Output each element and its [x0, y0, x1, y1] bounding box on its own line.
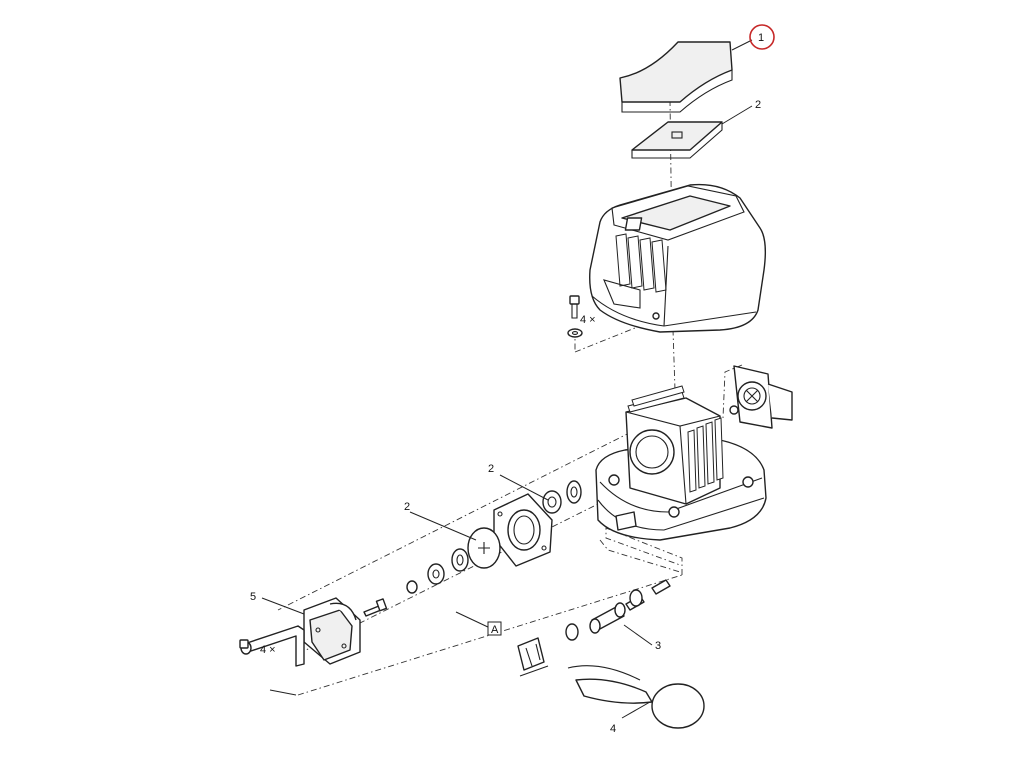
label-part-2-middle[interactable]: 2 — [488, 463, 494, 475]
part-4-float-switch[interactable] — [567, 665, 705, 729]
leader-lines — [261, 39, 753, 719]
part-1-top-cushion[interactable] — [619, 41, 733, 113]
part-labels: 1 2 4 × 2 2 5 4 × A 3 4 — [250, 24, 775, 735]
diaphragm-nut[interactable] — [406, 580, 418, 594]
bottom-screws[interactable] — [239, 639, 249, 649]
label-qty-screws-top: 4 × — [580, 314, 596, 326]
label-assembly-ref[interactable]: A — [491, 624, 499, 636]
part-2-top-gasket[interactable] — [631, 121, 723, 159]
part-2-left-diaphragm[interactable] — [467, 527, 501, 569]
label-part-4[interactable]: 4 — [610, 723, 616, 735]
label-part-2-top[interactable]: 2 — [755, 99, 761, 111]
label-part-2-left[interactable]: 2 — [404, 501, 410, 513]
diaphragm-ring-right[interactable] — [566, 480, 582, 504]
diaphragm-washer-a[interactable] — [451, 548, 469, 572]
center-bolt[interactable] — [363, 598, 388, 617]
assembly-ref-box — [487, 621, 502, 636]
motor-block[interactable] — [625, 385, 724, 505]
label-part-1[interactable]: 1 — [758, 32, 764, 44]
label-qty-screws-bottom: 4 × — [260, 644, 276, 656]
part-2-middle-diaphragm[interactable] — [542, 490, 562, 514]
housing-cover[interactable] — [589, 183, 767, 333]
part-3-connector-set[interactable] — [517, 579, 671, 671]
label-part-5[interactable]: 5 — [250, 591, 256, 603]
diaphragm-washer-b[interactable] — [427, 563, 445, 585]
label-part-3[interactable]: 3 — [655, 640, 661, 652]
part-1-highlight-circle — [749, 24, 775, 50]
part-5-end-cap[interactable] — [240, 597, 361, 667]
side-connector-plate[interactable] — [729, 365, 793, 429]
top-screws-and-washers[interactable] — [567, 295, 583, 338]
